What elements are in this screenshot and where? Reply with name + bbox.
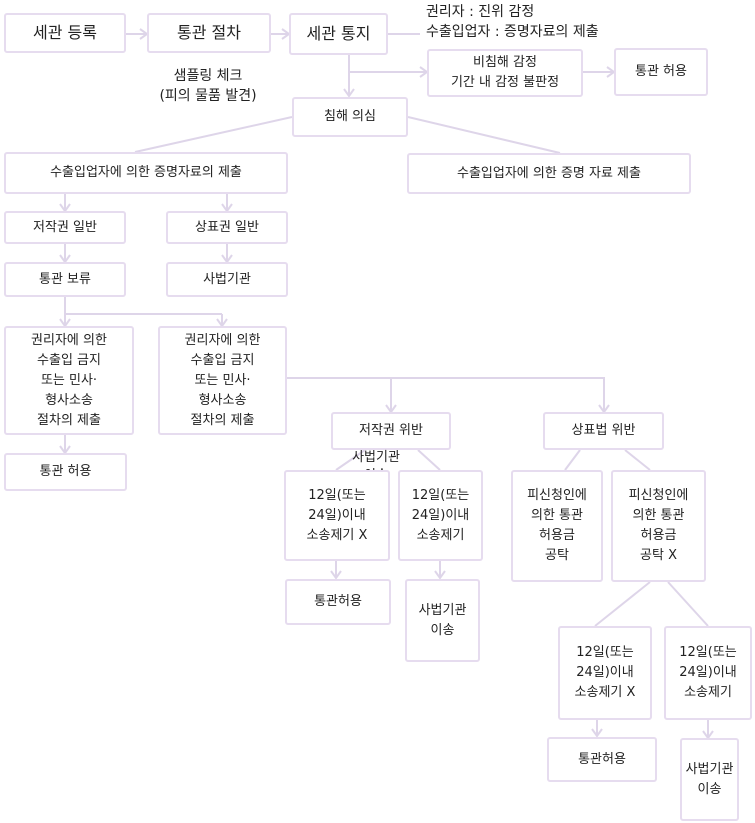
clearance-allowed-trademark-box: 통관허용 <box>547 737 657 782</box>
suit-copyright-box: 12일(또는 24일)이내 소송제기 <box>398 470 483 561</box>
customs-notice-box: 세관 통지 <box>289 13 388 55</box>
copyright-violation-box: 저작권 위반 <box>331 412 451 450</box>
infringement-suspected-box: 침해 의심 <box>292 97 408 137</box>
evidence-left-box: 수출입업자에 의한 증명자료의 제출 <box>4 152 288 194</box>
holder-action-left-box: 권리자에 의한 수출입 금지 또는 민사· 형사소송 절차의 제출 <box>4 326 134 435</box>
trademark-general-box: 상표권 일반 <box>166 211 288 244</box>
non-infringement-box: 비침해 감정 기간 내 감정 불판정 <box>427 49 583 97</box>
clearance-allowed-top-box: 통관 허용 <box>614 48 708 96</box>
copyright-general-box: 저작권 일반 <box>4 211 126 244</box>
judicial-transfer-copyright-box: 사법기관 이송 <box>405 579 480 662</box>
sampling-annotation: 샘플링 체크 (피의 물품 발견) <box>159 68 257 104</box>
clearance-allowed-copyright-box: 통관허용 <box>285 579 391 625</box>
judicial-agency-box: 사법기관 <box>166 262 288 297</box>
deposit-yes-box: 피신청인에 의한 통관 허용금 공탁 <box>511 470 603 582</box>
deposit-no-box: 피신청인에 의한 통관 허용금 공탁 X <box>611 470 706 582</box>
clearance-hold-box: 통관 보류 <box>4 262 126 297</box>
no-suit-trademark-box: 12일(또는 24일)이내 소송제기 X <box>558 626 652 720</box>
evidence-right-box: 수출입업자에 의한 증명 자료 제출 <box>407 153 691 194</box>
trademark-violation-box: 상표법 위반 <box>543 412 664 450</box>
judicial-transfer-trademark-box: 사법기관 이송 <box>680 738 739 821</box>
clearance-allowed-left-box: 통관 허용 <box>4 453 127 491</box>
suit-trademark-box: 12일(또는 24일)이내 소송제기 <box>664 626 752 720</box>
no-suit-copyright-box: 12일(또는 24일)이내 소송제기 X <box>284 470 390 561</box>
customs-registration-box: 세관 등록 <box>4 13 126 53</box>
appraisal-annotation: 권리자 : 진위 감정 수출입업자 : 증명자료의 제출 <box>426 4 599 40</box>
holder-action-right-box: 권리자에 의한 수출입 금지 또는 민사· 형사소송 절차의 제출 <box>158 326 287 435</box>
clearance-procedure-box: 통관 절차 <box>147 13 271 53</box>
